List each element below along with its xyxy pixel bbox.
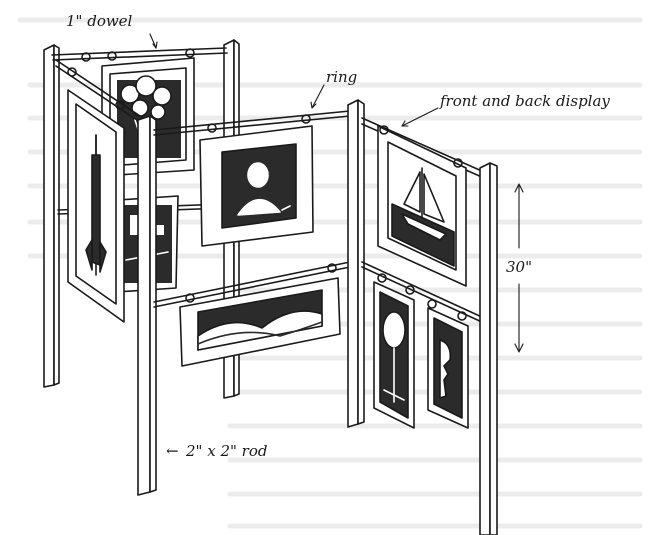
dowel-leader: [149, 33, 158, 49]
ring-icon: [67, 67, 125, 110]
tree-picture: [373, 281, 415, 429]
rod-label: 2" x 2" rod: [185, 442, 267, 460]
rod-front-right: [479, 162, 498, 535]
ring-icon: [81, 48, 195, 62]
landscape-picture: [179, 277, 341, 367]
display-leader: [401, 107, 439, 127]
ring-icon: [207, 114, 311, 133]
portrait-picture: [199, 125, 314, 247]
ring-icon: [379, 125, 463, 168]
dowel-right-middle: [361, 261, 485, 324]
rod-arrow: ←: [166, 442, 179, 460]
sailboat-picture: [377, 125, 467, 287]
profile-picture: [427, 307, 469, 429]
dowel-front-left: [153, 110, 351, 136]
height-label: 30": [506, 258, 532, 276]
dowel-label: 1" dowel: [66, 12, 133, 30]
flowers-picture: [101, 57, 195, 177]
rocket-picture: [67, 89, 125, 323]
rod-front-middle: [347, 99, 365, 428]
height-dimension-arrow: [514, 183, 524, 353]
ring-label: ring: [326, 68, 357, 86]
display-label: front and back display: [439, 92, 610, 110]
ring-icon: [185, 263, 337, 303]
dowel-back: [51, 47, 228, 61]
ring-icon: [377, 273, 467, 321]
ring-leader: [310, 84, 325, 109]
rod-back-left: [43, 44, 60, 388]
rod-front-left: [137, 115, 157, 496]
